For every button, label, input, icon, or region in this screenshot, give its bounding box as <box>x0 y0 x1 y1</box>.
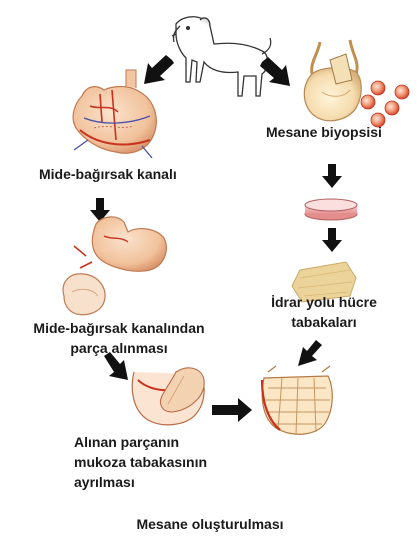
label-mucosa-line1: Alınan parçanın <box>74 432 207 452</box>
cells-icon <box>361 81 409 127</box>
label-mucosa-line3: ayrılması <box>74 472 207 492</box>
stomach-icon <box>73 70 156 158</box>
petri-dish-icon <box>305 199 357 220</box>
label-mucosa-separation: Alınan parçanın mukoza tabakasının ayrıl… <box>74 432 207 492</box>
label-urothelial-line2: tabakaları <box>244 312 404 332</box>
label-bladder-formed: Mesane oluşturulması <box>100 514 320 534</box>
label-segment-line2: parça alınması <box>14 338 224 358</box>
label-urothelial-line1: İdrar yolu hücre <box>244 292 404 312</box>
bladder-icon <box>304 40 361 121</box>
intestine-segment-icon <box>63 217 166 315</box>
label-mucosa-line2: mukoza tabakasının <box>74 452 207 472</box>
new-bladder-icon <box>262 366 332 434</box>
label-segment-line1: Mide-bağırsak kanalından <box>14 318 224 338</box>
label-bladder-biopsy: Mesane biyopsisi <box>266 122 382 142</box>
label-urothelial-layers: İdrar yolu hücre tabakaları <box>244 292 404 332</box>
dog-icon <box>172 17 271 96</box>
label-gi-channel: Mide-bağırsak kanalı <box>39 164 177 184</box>
mucosa-peel-icon <box>132 368 204 425</box>
label-segment-removed: Mide-bağırsak kanalından parça alınması <box>14 318 224 358</box>
